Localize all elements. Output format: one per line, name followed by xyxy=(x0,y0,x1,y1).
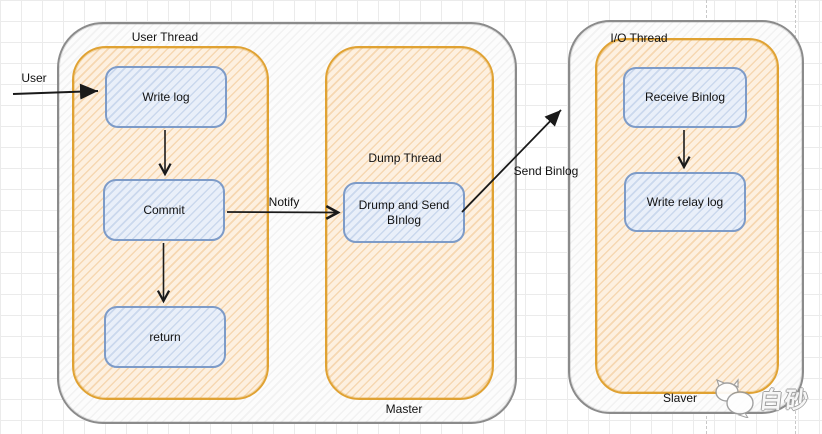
user-edge-label: User xyxy=(21,71,47,85)
write-relay-log-node: Write relay log xyxy=(624,172,746,232)
cat-watermark-icon xyxy=(715,378,754,418)
user-thread-label: User Thread xyxy=(131,30,199,44)
receive-binlog-node: Receive Binlog xyxy=(623,67,747,128)
slaver-label: Slaver xyxy=(662,391,697,405)
write-log-node: Write log xyxy=(105,66,227,128)
io-thread-lane xyxy=(595,38,779,394)
master-label: Master xyxy=(385,402,423,416)
dump-thread-lane xyxy=(325,46,494,400)
watermark: 白砂 xyxy=(712,378,812,418)
commit-node: Commit xyxy=(103,179,225,241)
watermark-text: 白砂 xyxy=(758,387,812,413)
notify-edge-label: Notify xyxy=(268,195,300,209)
send-binlog-edge-label: Send Binlog xyxy=(513,164,579,178)
dump-thread-label: Dump Thread xyxy=(368,151,442,165)
return-node: return xyxy=(104,306,226,368)
dump-and-send-binlog-node: Drump and Send BInlog xyxy=(343,182,465,243)
io-thread-label: I/O Thread xyxy=(610,31,668,45)
